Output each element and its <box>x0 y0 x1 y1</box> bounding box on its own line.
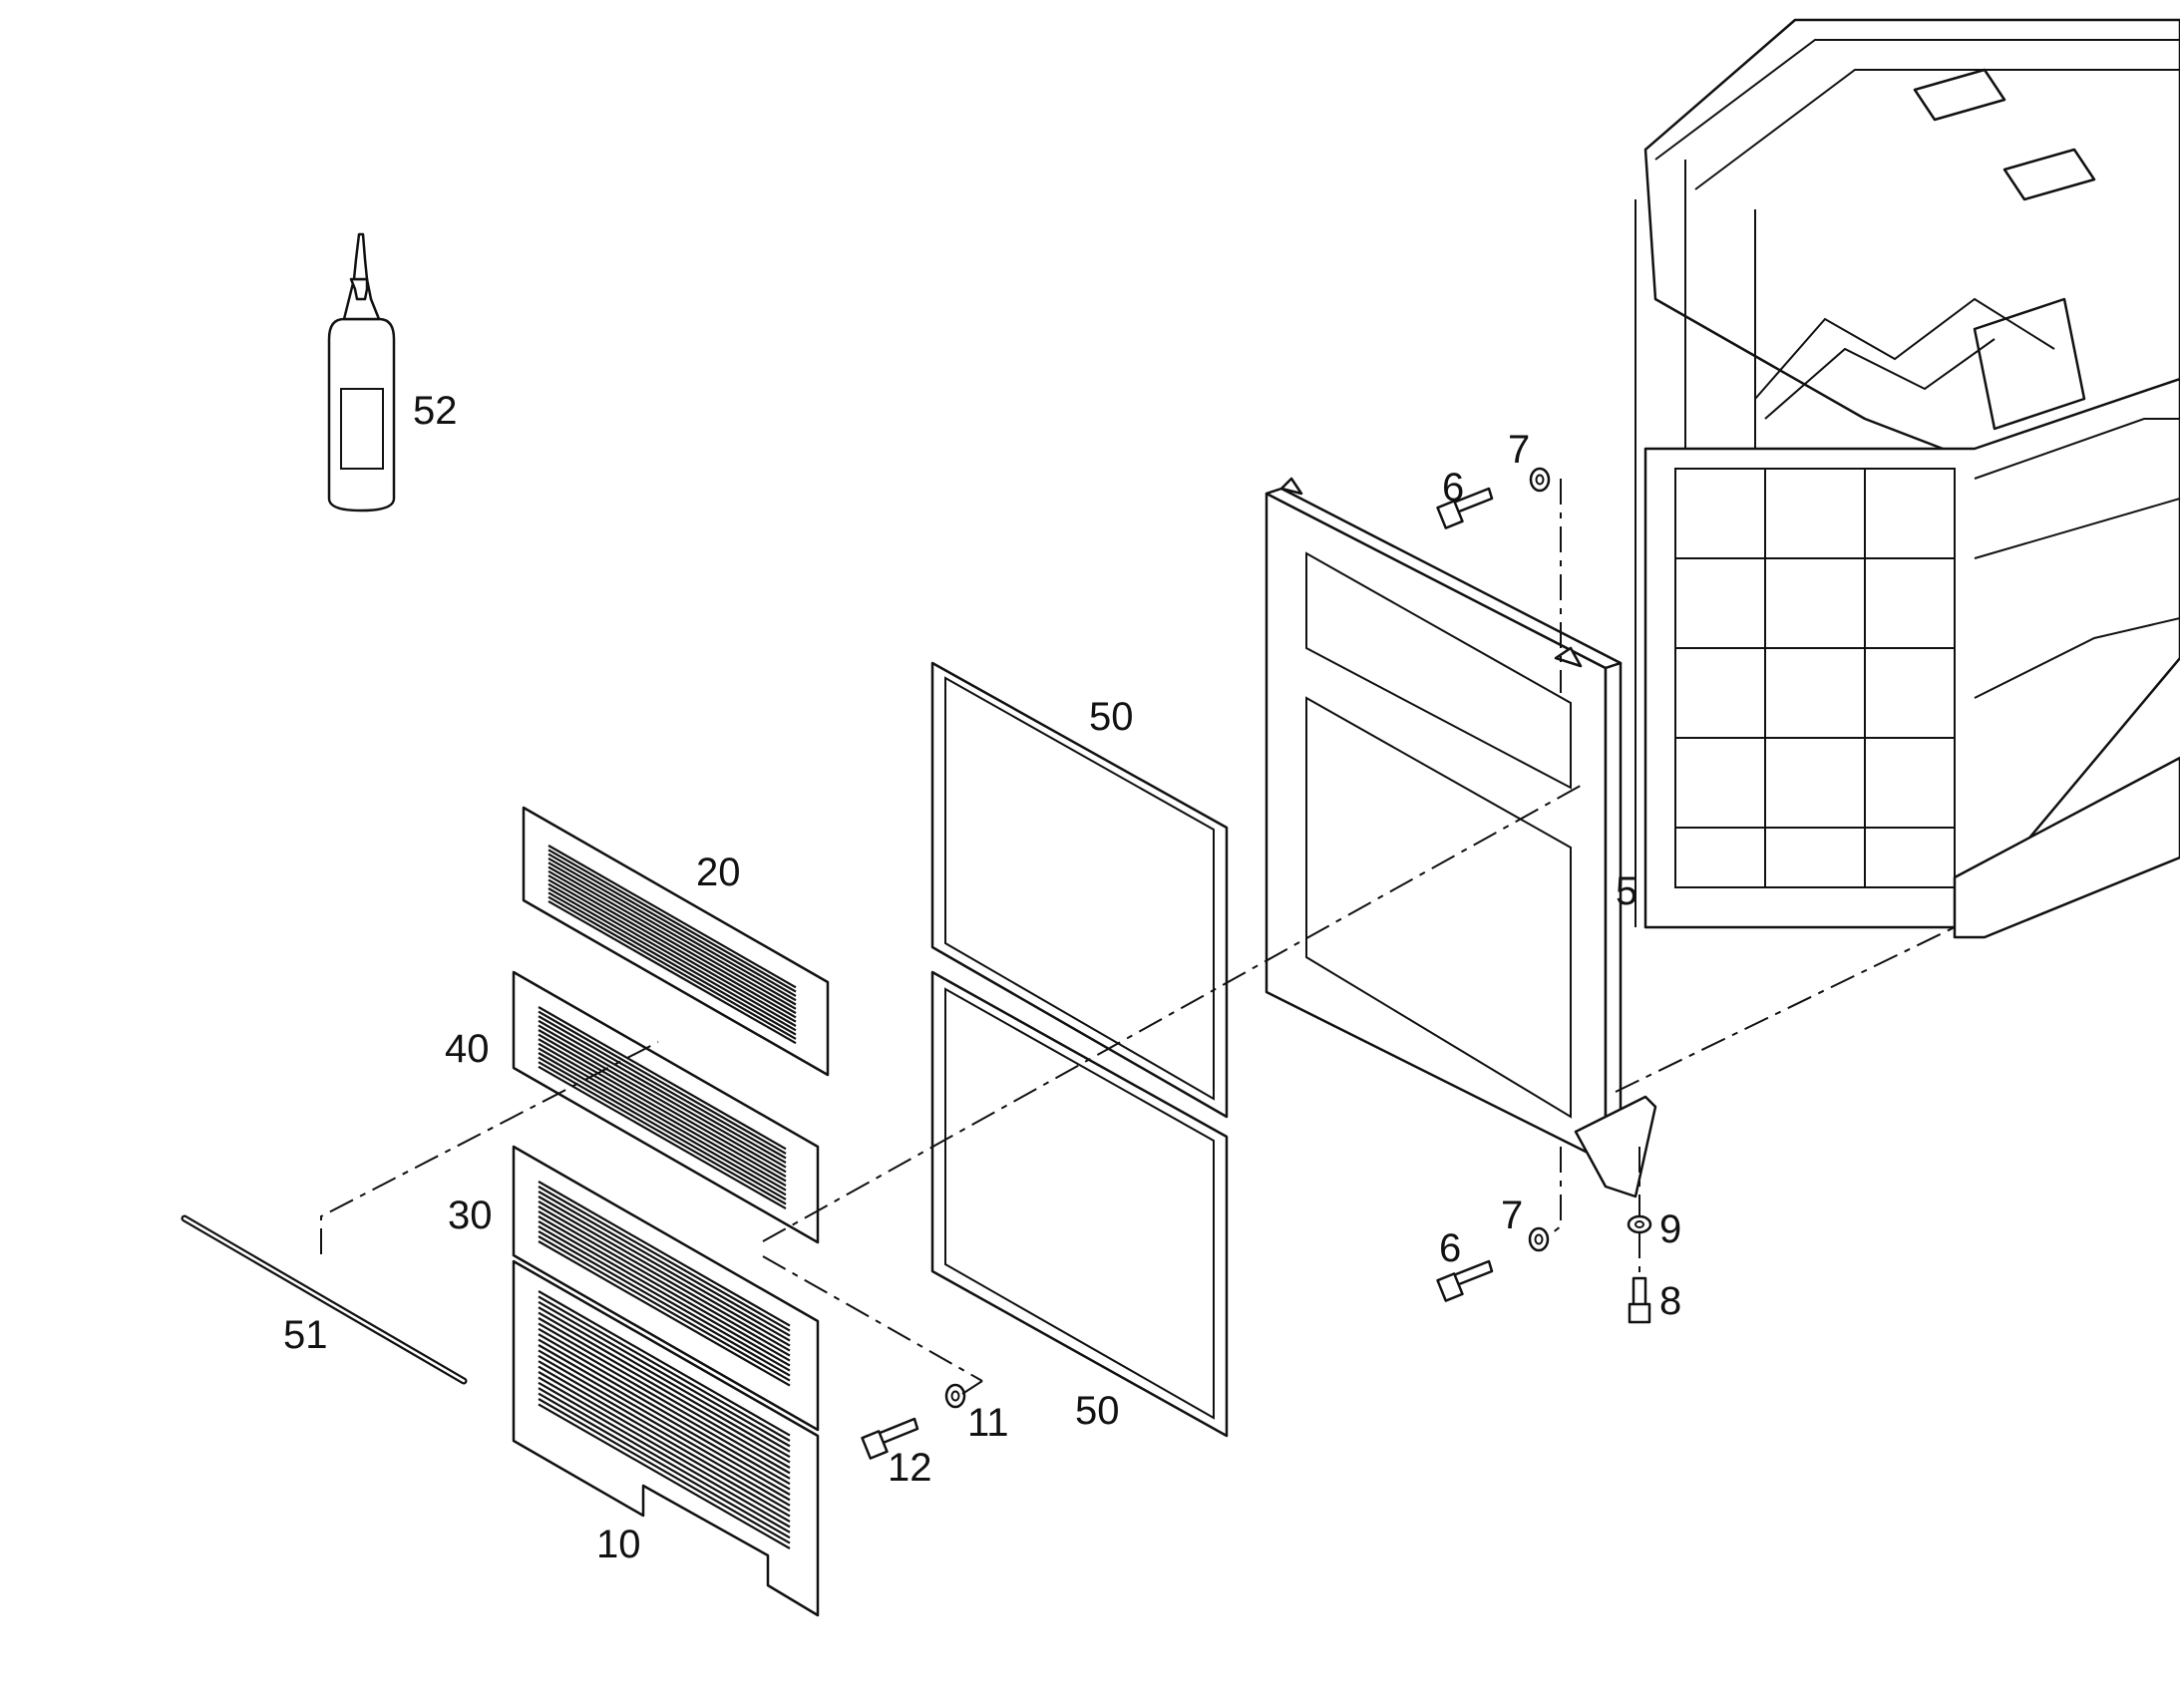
louver-slat <box>547 856 797 1002</box>
louver-slat <box>538 1205 791 1352</box>
louver-slat <box>547 891 797 1036</box>
louver-slat <box>538 1200 791 1347</box>
louver-slat <box>538 1220 791 1367</box>
louver-slat <box>538 1371 791 1518</box>
callout-51: 51 <box>283 1313 328 1357</box>
louver-slat <box>538 1047 787 1192</box>
louver-slat <box>538 1240 791 1387</box>
louver-slat <box>538 1338 791 1486</box>
louver-slat <box>538 1215 791 1362</box>
louver-slat <box>538 1010 787 1155</box>
callout-8: 8 <box>1659 1279 1681 1323</box>
callout-7-upper: 7 <box>1508 428 1530 472</box>
bolt-part-8 <box>1628 1276 1651 1324</box>
louver-slat <box>538 1311 791 1459</box>
louver-slat <box>538 1306 791 1453</box>
louver-slat <box>538 1322 791 1469</box>
callout-labels: 52 7 6 50 20 5 40 30 7 9 6 8 51 11 50 12… <box>283 389 1681 1566</box>
callout-30: 30 <box>448 1194 493 1237</box>
callout-11: 11 <box>967 1401 1009 1445</box>
callout-5: 5 <box>1616 869 1637 913</box>
callout-9: 9 <box>1659 1207 1681 1251</box>
louver-slat <box>547 899 797 1045</box>
louver-slat <box>538 1061 787 1205</box>
louver-slat <box>538 1052 787 1196</box>
louver-slat <box>538 1210 791 1357</box>
bolt-part-6-lower <box>1436 1259 1494 1302</box>
callout-40: 40 <box>445 1027 490 1071</box>
louver-slat <box>538 1403 791 1549</box>
louver-slat <box>538 1038 787 1183</box>
callout-6-lower: 6 <box>1439 1226 1461 1270</box>
bottle-part-52 <box>327 232 396 512</box>
seal-upper-part-50 <box>930 661 1229 1119</box>
machine-body <box>1635 18 2180 939</box>
louver-slat <box>538 1327 791 1475</box>
louver-slat <box>538 1290 791 1437</box>
louver-slat <box>538 1360 791 1507</box>
louver-slat <box>538 1354 791 1502</box>
callout-10: 10 <box>596 1523 641 1566</box>
louver-slat <box>538 1295 791 1442</box>
louver-slat <box>538 1230 791 1377</box>
callout-6-upper: 6 <box>1442 466 1464 510</box>
louver-slat <box>547 874 797 1019</box>
main-frame-part-5 <box>1265 477 1657 1198</box>
washer-part-7-upper <box>1529 467 1551 493</box>
louver-slat <box>538 1033 787 1178</box>
louver-slat <box>538 1006 787 1151</box>
louver-slat <box>538 1191 791 1337</box>
louver-slat <box>538 1196 791 1342</box>
callout-50-upper: 50 <box>1089 695 1134 739</box>
callout-50-lower: 50 <box>1075 1389 1120 1433</box>
callout-20: 20 <box>696 851 741 894</box>
washer-part-7-lower <box>1528 1226 1550 1252</box>
louver-slat <box>547 865 797 1010</box>
louver-slat <box>538 1225 791 1372</box>
louver-slat <box>538 1235 791 1382</box>
louver-slat <box>547 878 797 1023</box>
bolt-part-12 <box>861 1417 919 1460</box>
louver-slat <box>547 845 797 989</box>
louver-slat <box>538 1387 791 1534</box>
louver-slat <box>547 895 797 1040</box>
washer-part-9 <box>1627 1214 1652 1234</box>
louver-slat <box>538 1300 791 1448</box>
louver-slat <box>538 1392 791 1539</box>
louver-slat <box>538 1349 791 1496</box>
louver-slat <box>538 1317 791 1464</box>
louver-slat <box>547 853 797 997</box>
bolt-part-6-upper <box>1436 487 1494 529</box>
louver-slat <box>538 1019 787 1165</box>
rod-part-51 <box>181 1214 468 1385</box>
louver-slat <box>538 1015 787 1160</box>
louver-slat <box>538 1186 791 1332</box>
louver-slat <box>538 1344 791 1491</box>
louver-slat <box>538 1065 787 1210</box>
louver-slat <box>538 1042 787 1188</box>
louver-slat <box>538 1333 791 1480</box>
callout-12: 12 <box>888 1446 932 1490</box>
louver-slat <box>547 887 797 1032</box>
louver-slat <box>538 1024 787 1169</box>
louver-slat <box>547 861 797 1006</box>
seal-lower-part-50 <box>930 970 1229 1438</box>
grille-louvers <box>538 845 797 1549</box>
louver-slat <box>538 1365 791 1513</box>
callout-52: 52 <box>413 389 458 433</box>
louver-slat <box>538 1376 791 1523</box>
louver-slat <box>547 869 797 1015</box>
louver-slat <box>538 1381 791 1529</box>
leader-lines <box>320 479 1956 1395</box>
washer-part-11 <box>944 1383 966 1409</box>
louver-slat <box>538 1181 791 1327</box>
louver-slat <box>538 1056 787 1200</box>
louver-slat <box>547 849 797 993</box>
louver-slat <box>538 1029 787 1174</box>
louver-slat <box>547 882 797 1027</box>
callout-7-lower: 7 <box>1501 1194 1523 1237</box>
louver-slat <box>538 1398 791 1544</box>
